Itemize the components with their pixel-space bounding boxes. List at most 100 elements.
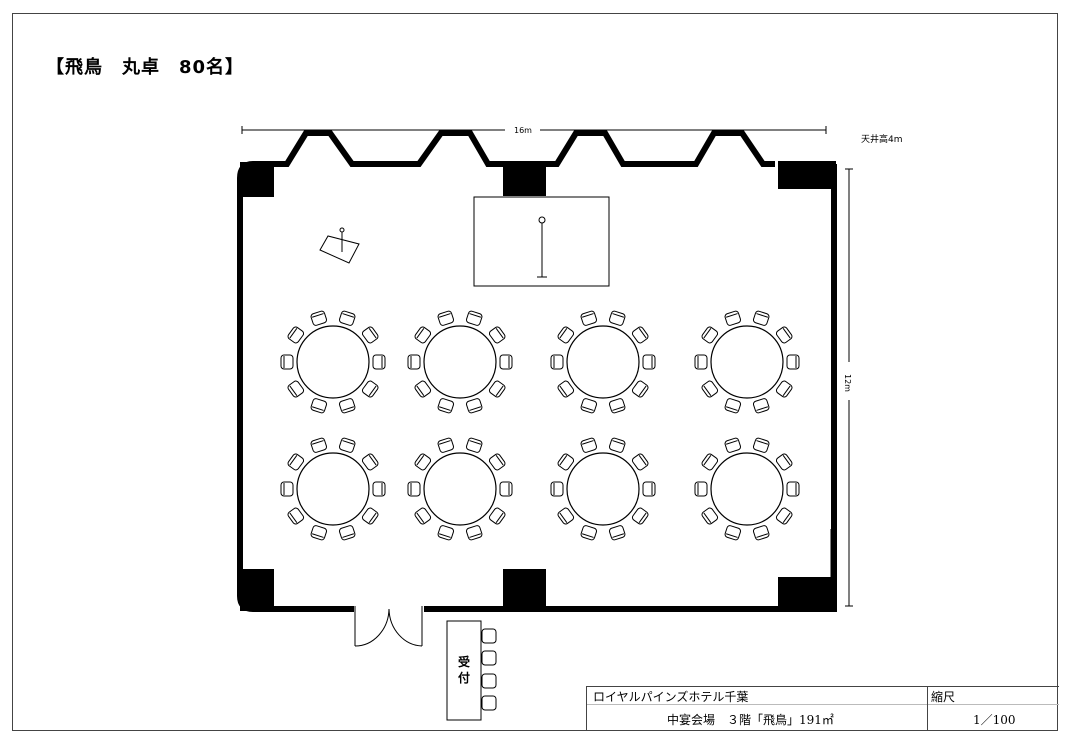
chair	[775, 326, 793, 344]
hotel-name: ロイヤルパインズホテル千葉	[593, 690, 749, 704]
entrance-door	[354, 606, 423, 647]
pillar-top-left	[240, 162, 274, 197]
chair	[465, 310, 483, 326]
chair	[580, 310, 598, 326]
chair	[694, 354, 708, 370]
chair	[701, 453, 719, 471]
round-table	[407, 310, 513, 414]
chair	[465, 525, 483, 541]
chair	[361, 507, 379, 525]
height-label: 12m	[843, 374, 852, 392]
reception-label-1: 受	[458, 654, 470, 669]
reception-chair	[481, 695, 497, 711]
chair	[752, 398, 770, 414]
chair	[414, 380, 432, 398]
chair	[414, 453, 432, 471]
table-top	[423, 325, 497, 399]
chair	[372, 354, 386, 370]
chair	[437, 310, 455, 326]
chair	[338, 398, 356, 414]
chair	[701, 380, 719, 398]
chair	[631, 326, 649, 344]
drawing-sheet-border	[12, 13, 1058, 731]
reception-chairs	[481, 628, 497, 711]
chair	[550, 481, 564, 497]
chair	[631, 453, 649, 471]
chair	[338, 310, 356, 326]
stage	[473, 196, 610, 287]
table-top	[296, 452, 370, 526]
chair	[608, 437, 626, 453]
chair	[338, 525, 356, 541]
chair	[557, 380, 575, 398]
round-table	[694, 437, 800, 541]
chair	[557, 507, 575, 525]
round-tables	[280, 310, 800, 541]
chair	[280, 354, 294, 370]
chair	[786, 354, 800, 370]
title-block: ロイヤルパインズホテル千葉 中宴会場 ３階「飛鳥」191㎡ 縮尺 1／100	[586, 686, 1059, 731]
title-block-divider-v	[927, 687, 928, 731]
podium	[319, 227, 360, 264]
chair	[580, 398, 598, 414]
table-top	[296, 325, 370, 399]
chair	[608, 310, 626, 326]
table-top	[566, 325, 640, 399]
pillar-top-right	[778, 161, 836, 189]
scale-label: 縮尺	[931, 690, 956, 704]
chair	[361, 380, 379, 398]
chair	[338, 437, 356, 453]
scale-value: 1／100	[973, 713, 1016, 727]
title-block-divider-h	[587, 704, 1059, 705]
chair	[550, 354, 564, 370]
chair	[724, 437, 742, 453]
chair	[488, 326, 506, 344]
table-top	[710, 452, 784, 526]
venue-name: 中宴会場 ３階「飛鳥」191㎡	[667, 713, 834, 727]
chair	[407, 481, 421, 497]
chair	[287, 380, 305, 398]
chair	[499, 481, 513, 497]
chair	[724, 525, 742, 541]
chair	[786, 481, 800, 497]
chair	[280, 481, 294, 497]
chair	[465, 398, 483, 414]
pillar-bottom-left	[240, 569, 274, 611]
ceiling-height-label: 天井高4m	[861, 133, 903, 145]
table-top	[566, 452, 640, 526]
chair	[694, 481, 708, 497]
chair	[642, 481, 656, 497]
chair	[557, 326, 575, 344]
chair	[701, 326, 719, 344]
chair	[488, 453, 506, 471]
chair	[361, 453, 379, 471]
reception-chair	[481, 673, 497, 689]
chair	[701, 507, 719, 525]
chair	[437, 525, 455, 541]
round-table	[550, 310, 656, 414]
height-dimension	[845, 168, 853, 607]
round-table	[280, 310, 386, 414]
width-label: 16m	[514, 126, 532, 135]
round-table	[694, 310, 800, 414]
chair	[724, 398, 742, 414]
chair	[488, 507, 506, 525]
chair	[287, 326, 305, 344]
chair	[752, 525, 770, 541]
side-window	[830, 529, 837, 578]
chair	[287, 507, 305, 525]
reception-chair	[481, 650, 497, 666]
chair	[361, 326, 379, 344]
table-top	[710, 325, 784, 399]
chair	[580, 525, 598, 541]
round-table	[407, 437, 513, 541]
chair	[752, 310, 770, 326]
chair	[437, 437, 455, 453]
chair	[642, 354, 656, 370]
chair	[775, 380, 793, 398]
pillar-top-center	[503, 162, 546, 196]
chair	[310, 525, 328, 541]
chair	[310, 437, 328, 453]
chair	[372, 481, 386, 497]
